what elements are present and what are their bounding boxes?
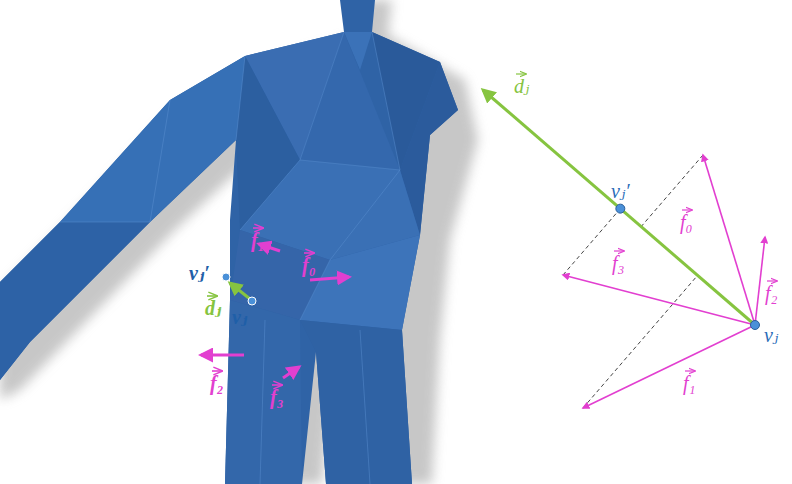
force-label: f₁: [683, 373, 696, 393]
vector-overarrow: [253, 227, 263, 229]
projection-line: [641, 155, 703, 227]
vector-overarrow: [614, 250, 624, 251]
force-arrows: [201, 244, 349, 378]
vertex-dot: [751, 321, 760, 330]
vertex-label: vⱼ′: [189, 263, 210, 283]
force-label: f₂: [765, 283, 778, 303]
vector-overarrow: [207, 295, 217, 297]
vector-overarrow: [516, 73, 526, 74]
force-label: f₃: [612, 253, 625, 273]
vector-overarrow: [682, 209, 692, 210]
force-vector: [583, 325, 755, 408]
force-label: f₃: [270, 387, 284, 407]
vector-overarrow: [685, 370, 695, 371]
vertex-dot: [248, 297, 256, 305]
vertex-dot: [222, 273, 230, 281]
force-label: f₂: [210, 373, 224, 393]
displacement-arrow: [230, 283, 250, 299]
projection-line: [563, 209, 620, 275]
displacement-label: dⱼ: [205, 298, 221, 318]
force-vector: [755, 237, 765, 325]
force-label: f₁: [251, 230, 265, 250]
vector-overarrow: [272, 384, 282, 386]
vertex-label: vⱼ: [232, 307, 247, 327]
vertex-label: vⱼ′: [611, 181, 630, 201]
force-vector: [703, 155, 755, 325]
displacement-vector: [483, 90, 755, 325]
vector-overarrow: [212, 370, 222, 372]
vertex-label: vⱼ: [764, 325, 778, 345]
vector-diagram: [483, 90, 765, 408]
body-mesh: [0, 0, 458, 484]
vector-overarrow: [767, 280, 777, 281]
force-label: f₀: [680, 212, 693, 232]
vertex-dot: [616, 204, 625, 213]
vector-overarrow: [304, 252, 314, 254]
displacement-label: dⱼ: [514, 76, 529, 96]
force-label: f₀: [302, 255, 316, 275]
shadow: [0, 0, 478, 484]
